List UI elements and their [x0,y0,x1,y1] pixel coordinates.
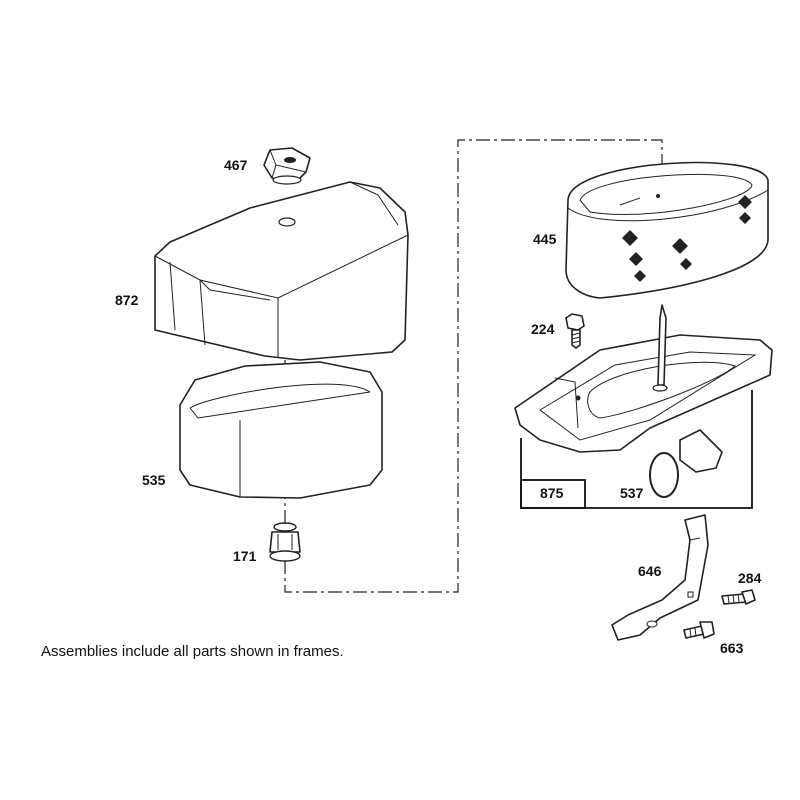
gasket-537 [649,429,723,498]
label-663: 663 [720,640,744,656]
label-537: 537 [620,485,644,501]
screw-284 [721,589,756,605]
label-171: 171 [233,548,257,564]
bolt-224 [565,313,585,349]
grommet-171 [269,522,301,562]
bracket-646 [611,514,709,641]
label-284: 284 [738,570,762,586]
label-445: 445 [533,231,557,247]
air-cleaner-base-875 [514,304,773,453]
screw-663 [683,621,715,639]
label-467: 467 [224,157,248,173]
label-535: 535 [142,472,166,488]
knob-467 [263,147,311,185]
pre-cleaner-535 [179,361,383,499]
air-cleaner-cover-872 [154,181,409,361]
air-filter-cartridge-445 [565,161,769,299]
label-872: 872 [115,292,139,308]
assembly-note: Assemblies include all parts shown in fr… [41,643,344,660]
label-646: 646 [638,563,662,579]
label-875: 875 [540,485,564,501]
label-224: 224 [531,321,555,337]
assembly-frame [520,390,753,509]
